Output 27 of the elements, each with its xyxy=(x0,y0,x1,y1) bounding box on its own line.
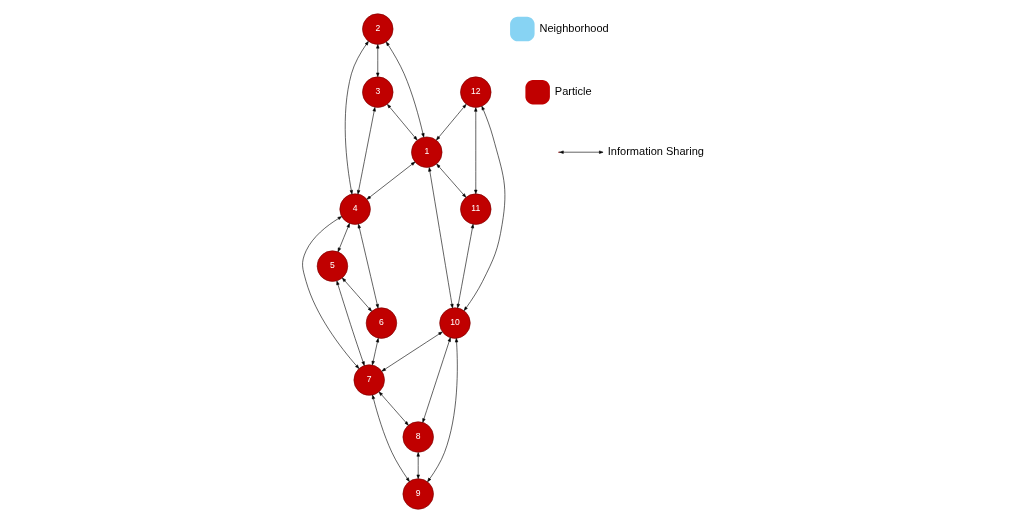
arrow xyxy=(435,163,466,198)
arrow xyxy=(385,41,424,138)
arrow xyxy=(435,104,466,141)
arrow xyxy=(357,223,379,309)
arrow xyxy=(456,223,474,309)
legend-label: Particle xyxy=(554,84,592,97)
arrow xyxy=(341,277,372,312)
arrow xyxy=(371,338,379,366)
arrow xyxy=(375,44,379,77)
arrow xyxy=(337,223,350,252)
arrow xyxy=(371,394,410,482)
arrow xyxy=(426,338,458,482)
arrow xyxy=(344,41,369,195)
arrow xyxy=(378,391,409,426)
legend-label: Neighborhood xyxy=(538,21,609,34)
arrow xyxy=(421,337,451,423)
arrow xyxy=(463,105,505,311)
arrow xyxy=(301,216,359,369)
arrow xyxy=(386,104,417,141)
arrow xyxy=(473,107,477,194)
legend-label: Information Sharing xyxy=(607,144,704,157)
arrow xyxy=(381,331,443,372)
arrow xyxy=(427,167,453,309)
arrow xyxy=(335,280,365,366)
arrow xyxy=(366,161,415,200)
arrow xyxy=(416,452,420,479)
arrow xyxy=(356,107,376,195)
